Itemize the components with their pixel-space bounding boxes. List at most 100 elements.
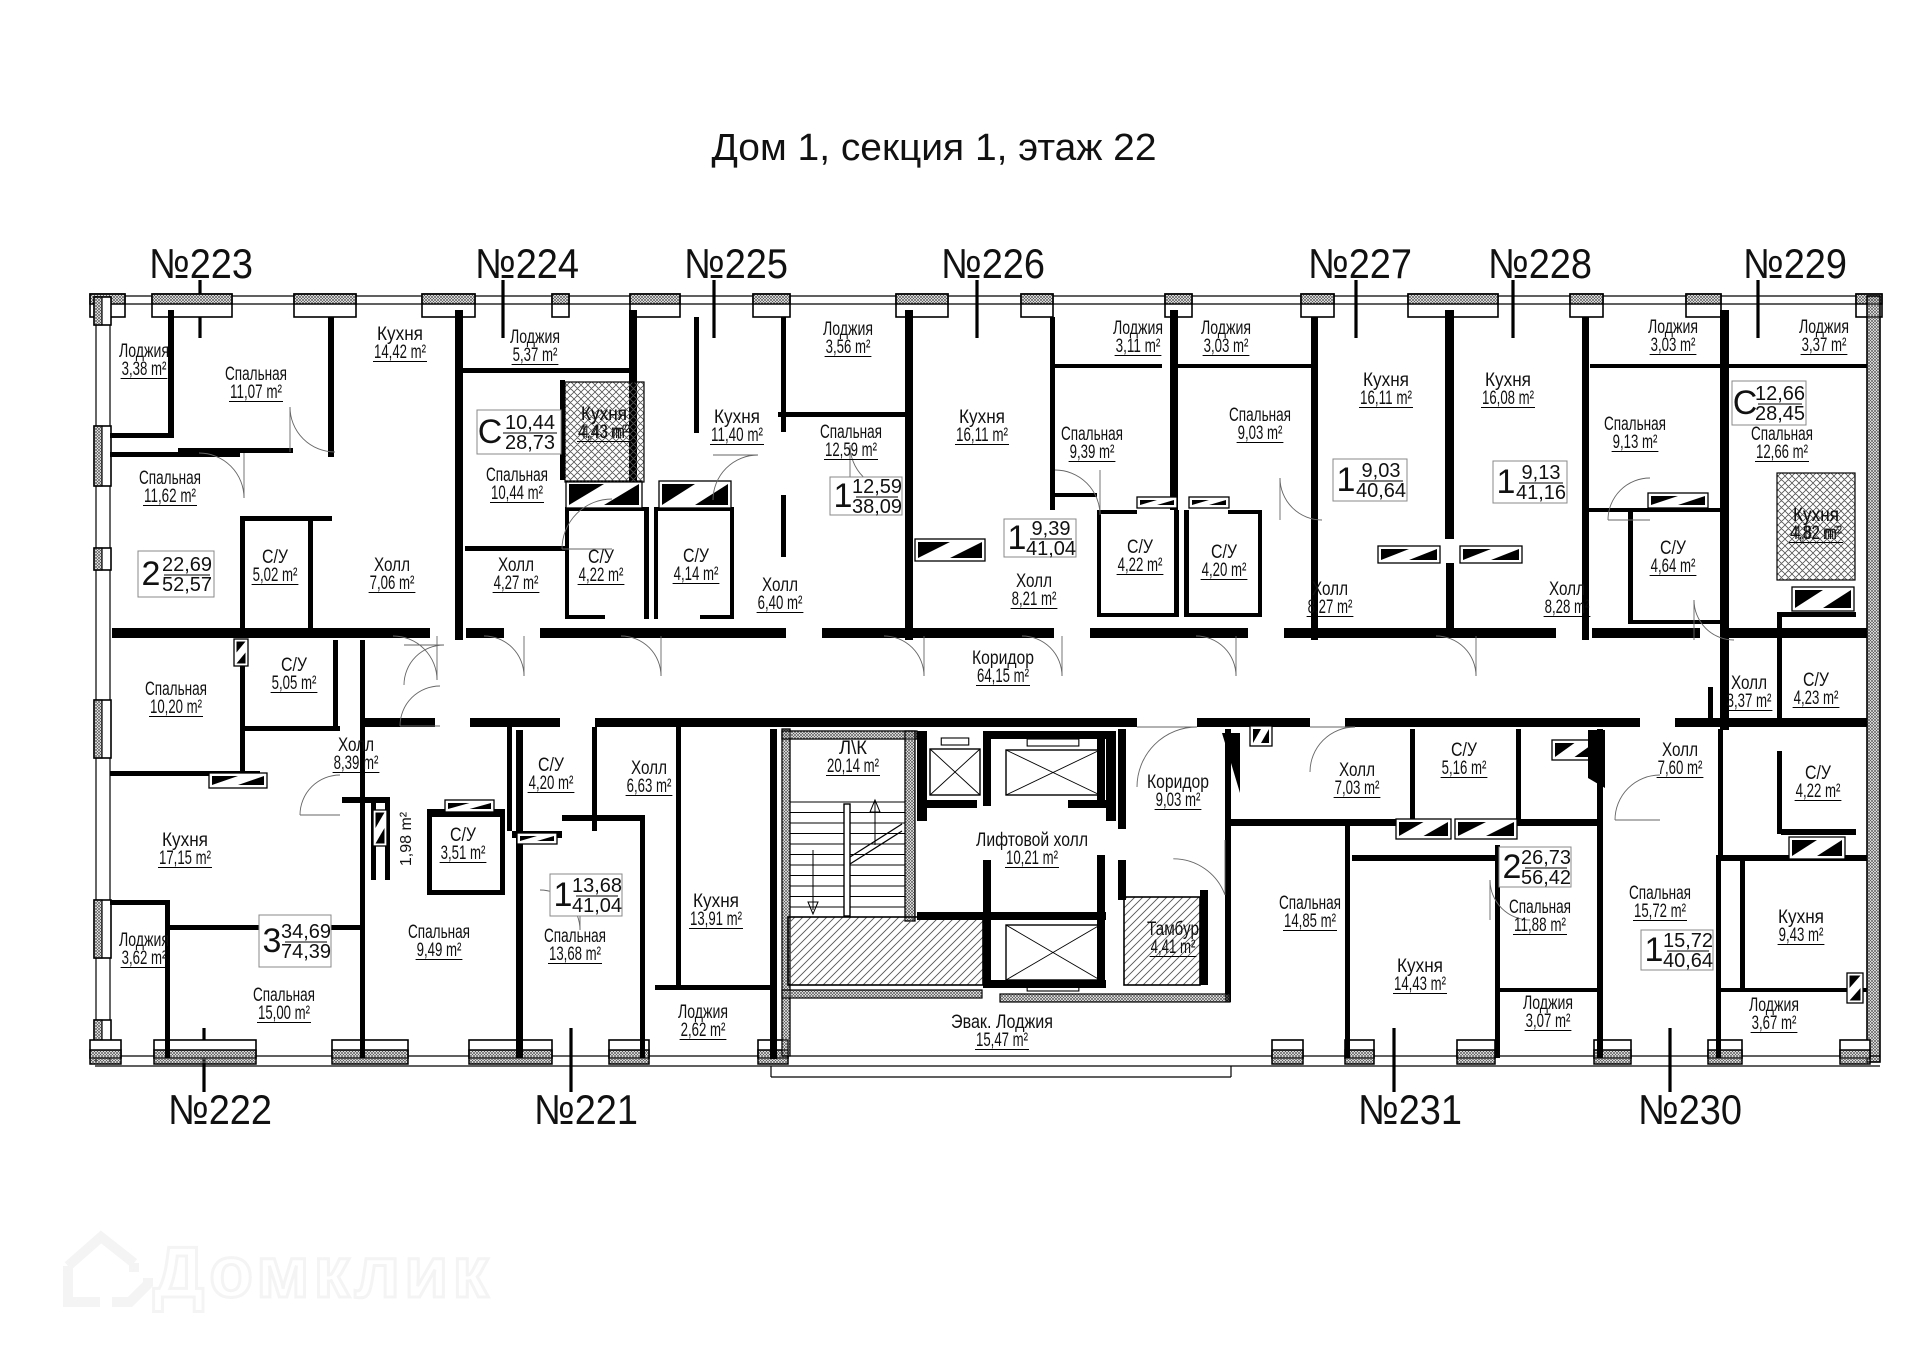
svg-text:Спальная: Спальная (1604, 414, 1666, 435)
svg-text:9,43 m²: 9,43 m² (1779, 925, 1824, 946)
svg-text:40,64: 40,64 (1663, 950, 1713, 972)
svg-text:Л\К: Л\К (839, 738, 867, 759)
svg-text:16,11 m²: 16,11 m² (1360, 388, 1412, 409)
svg-text:Кухня: Кухня (693, 891, 739, 912)
svg-text:6,63 m²: 6,63 m² (627, 776, 672, 797)
svg-text:Спальная: Спальная (1279, 893, 1341, 914)
svg-text:С/У: С/У (588, 547, 615, 568)
svg-text:4,14 m²: 4,14 m² (674, 564, 719, 585)
svg-text:Холл: Холл (374, 555, 410, 576)
svg-text:№226: №226 (941, 240, 1045, 287)
svg-text:4,20 m²: 4,20 m² (1202, 560, 1247, 581)
svg-text:Коридор: Коридор (972, 648, 1034, 669)
svg-text:7,03 m²: 7,03 m² (1335, 778, 1380, 799)
svg-text:1: 1 (1645, 931, 1664, 969)
svg-text:9,03 m²: 9,03 m² (1156, 790, 1201, 811)
svg-text:Лоджия: Лоджия (510, 327, 560, 348)
svg-text:15,47 m²: 15,47 m² (976, 1030, 1028, 1051)
svg-text:Спальная: Спальная (253, 985, 315, 1006)
svg-text:5,05 m²: 5,05 m² (272, 673, 317, 694)
svg-text:8,28 m²: 8,28 m² (1545, 597, 1590, 618)
svg-text:38,09: 38,09 (852, 496, 902, 518)
svg-text:Тамбур: Тамбур (1147, 919, 1199, 940)
svg-text:№223: №223 (149, 240, 253, 287)
svg-text:16,08 m²: 16,08 m² (1482, 388, 1534, 409)
svg-text:3,37 m²: 3,37 m² (1802, 335, 1847, 356)
svg-text:Лифтовой холл: Лифтовой холл (976, 830, 1088, 851)
svg-text:5,37 m²: 5,37 m² (513, 345, 558, 366)
svg-text:Лоджия: Лоджия (823, 319, 873, 340)
svg-text:3,03 m²: 3,03 m² (1204, 336, 1249, 357)
svg-text:12,59: 12,59 (852, 476, 902, 498)
svg-text:3,51 m²: 3,51 m² (441, 843, 486, 864)
svg-text:Лоджия: Лоджия (1799, 317, 1849, 338)
svg-text:5,16 m²: 5,16 m² (1442, 758, 1487, 779)
svg-text:С/У: С/У (262, 547, 289, 568)
svg-text:4,43 m²: 4,43 m² (578, 422, 630, 443)
svg-text:4,27 m²: 4,27 m² (494, 573, 539, 594)
svg-text:Кухня: Кухня (959, 407, 1005, 428)
svg-text:14,85 m²: 14,85 m² (1284, 911, 1336, 932)
svg-text:Спальная: Спальная (820, 422, 882, 443)
svg-text:14,42 m²: 14,42 m² (374, 342, 426, 363)
svg-text:13,68: 13,68 (572, 875, 622, 897)
svg-text:Лоджия: Лоджия (1113, 318, 1163, 339)
svg-text:10,21 m²: 10,21 m² (1006, 848, 1058, 869)
svg-text:С/У: С/У (281, 655, 308, 676)
svg-text:5,02 m²: 5,02 m² (253, 565, 298, 586)
svg-text:13,68 m²: 13,68 m² (549, 944, 601, 965)
svg-text:3,03 m²: 3,03 m² (1651, 335, 1696, 356)
svg-text:7,60 m²: 7,60 m² (1658, 758, 1703, 779)
svg-text:Кухня: Кухня (377, 324, 423, 345)
svg-text:С/У: С/У (1211, 542, 1238, 563)
svg-text:Холл: Холл (1662, 740, 1698, 761)
svg-text:7,06 m²: 7,06 m² (370, 573, 415, 594)
svg-text:3,37 m²: 3,37 m² (1727, 691, 1772, 712)
svg-text:С/У: С/У (450, 825, 477, 846)
svg-text:8,27 m²: 8,27 m² (1308, 597, 1353, 618)
svg-text:1: 1 (1337, 461, 1356, 499)
svg-text:3,38 m²: 3,38 m² (122, 359, 167, 380)
svg-text:С/У: С/У (1803, 670, 1830, 691)
svg-text:41,04: 41,04 (572, 895, 622, 917)
svg-text:12,66: 12,66 (1755, 383, 1805, 405)
svg-text:4,23 m²: 4,23 m² (1794, 688, 1839, 709)
svg-text:4,41 m²: 4,41 m² (1151, 937, 1196, 958)
svg-text:Спальная: Спальная (1229, 405, 1291, 426)
svg-text:15,72: 15,72 (1663, 930, 1713, 952)
svg-text:Спальная: Спальная (1751, 424, 1813, 445)
svg-text:№225: №225 (684, 240, 788, 287)
svg-text:Кухня: Кухня (1363, 370, 1409, 391)
svg-text:9,49 m²: 9,49 m² (417, 940, 462, 961)
svg-text:41,16: 41,16 (1516, 482, 1566, 504)
svg-text:Лоджия: Лоджия (1749, 995, 1799, 1016)
svg-text:Холл: Холл (631, 758, 667, 779)
svg-text:Лоджия: Лоджия (119, 930, 169, 951)
svg-text:С/У: С/У (538, 755, 565, 776)
svg-text:№224: №224 (475, 240, 579, 287)
svg-text:Кухня: Кухня (1485, 370, 1531, 391)
svg-text:С: С (1733, 384, 1758, 422)
svg-text:4,82 m²: 4,82 m² (1790, 523, 1842, 544)
svg-text:3,56 m²: 3,56 m² (826, 337, 871, 358)
svg-text:9,13: 9,13 (1522, 462, 1561, 484)
svg-text:4,64 m²: 4,64 m² (1651, 556, 1696, 577)
svg-text:Спальная: Спальная (1061, 424, 1123, 445)
svg-text:41,04: 41,04 (1026, 538, 1076, 560)
svg-text:Холл: Холл (1731, 673, 1767, 694)
svg-text:Холл: Холл (1016, 571, 1052, 592)
svg-text:1: 1 (554, 876, 573, 914)
svg-text:4,22 m²: 4,22 m² (579, 565, 624, 586)
svg-text:1: 1 (834, 477, 853, 515)
svg-text:Кухня: Кухня (714, 407, 760, 428)
svg-text:13,91 m²: 13,91 m² (690, 909, 742, 930)
svg-text:11,88 m²: 11,88 m² (1514, 915, 1566, 936)
svg-text:Холл: Холл (1549, 579, 1585, 600)
svg-text:Лоджия: Лоджия (1648, 317, 1698, 338)
svg-text:Холл: Холл (338, 735, 374, 756)
svg-text:6,40 m²: 6,40 m² (758, 593, 803, 614)
svg-text:Лоджия: Лоджия (119, 341, 169, 362)
svg-text:12,59 m²: 12,59 m² (825, 440, 877, 461)
svg-text:26,73: 26,73 (1521, 847, 1571, 869)
svg-text:№230: №230 (1638, 1086, 1742, 1133)
